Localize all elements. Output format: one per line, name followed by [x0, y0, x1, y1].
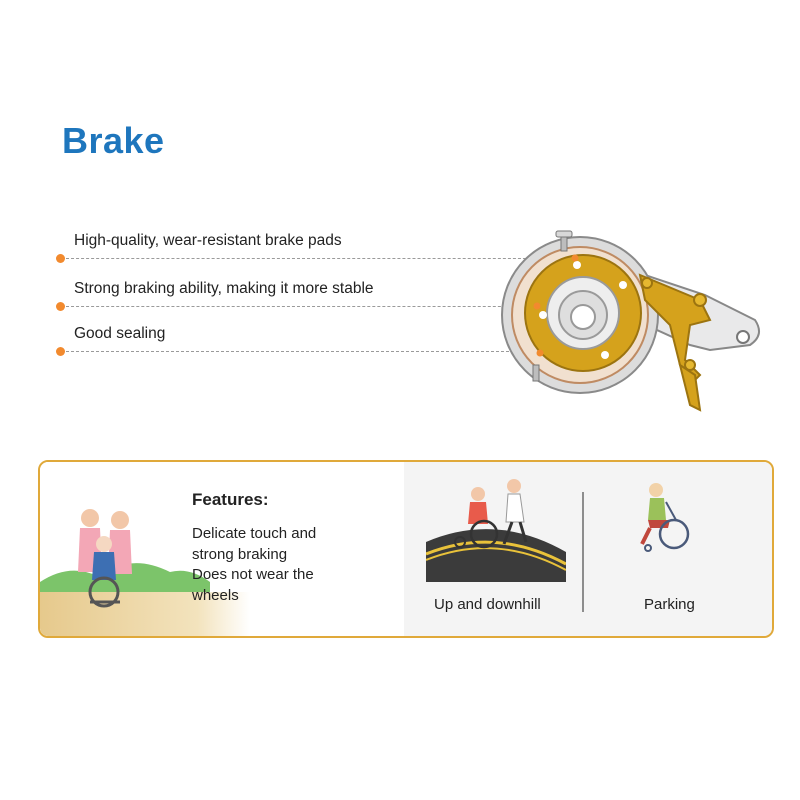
callout-dot — [56, 254, 65, 263]
features-description: Delicate touch and strong braking Does n… — [192, 524, 316, 606]
page-title: Brake — [62, 120, 165, 161]
callout-leader-line — [66, 306, 541, 307]
caregivers-illustration — [40, 509, 250, 636]
callout-label: Good sealing — [74, 325, 166, 342]
scenario-label-uphill: Up and downhill — [434, 596, 541, 613]
callout-leader-line — [66, 351, 544, 352]
brake-assembly-image — [501, 230, 760, 412]
callout-brake-pads: High-quality, wear-resistant brake pads — [56, 232, 576, 263]
callout-braking-ability: Strong braking ability, making it more s… — [56, 280, 576, 311]
feature-line: Delicate touch and — [192, 525, 317, 542]
scenario-divider — [582, 492, 584, 612]
callout-dot — [56, 302, 65, 311]
callout-sealing: Good sealing — [56, 325, 576, 356]
scenarios-section: Up and downhill Parking — [404, 462, 772, 636]
callout-label: High-quality, wear-resistant brake pads — [74, 232, 342, 249]
features-title: Features: — [192, 490, 269, 509]
features-panel: Features: Delicate touch and strong brak… — [38, 460, 774, 638]
features-section: Features: Delicate touch and strong brak… — [40, 462, 404, 636]
callout-leader-line — [66, 258, 536, 259]
uphill-wheelchair-illustration — [426, 479, 566, 582]
callout-label: Strong braking ability, making it more s… — [74, 280, 374, 297]
scenario-label-parking: Parking — [644, 596, 695, 613]
parking-wheelchair-illustration — [640, 483, 690, 552]
feature-line: wheels — [192, 586, 239, 604]
feature-line: Does not wear the — [192, 566, 314, 583]
feature-line: strong braking — [192, 545, 288, 563]
callout-dot — [56, 347, 65, 356]
